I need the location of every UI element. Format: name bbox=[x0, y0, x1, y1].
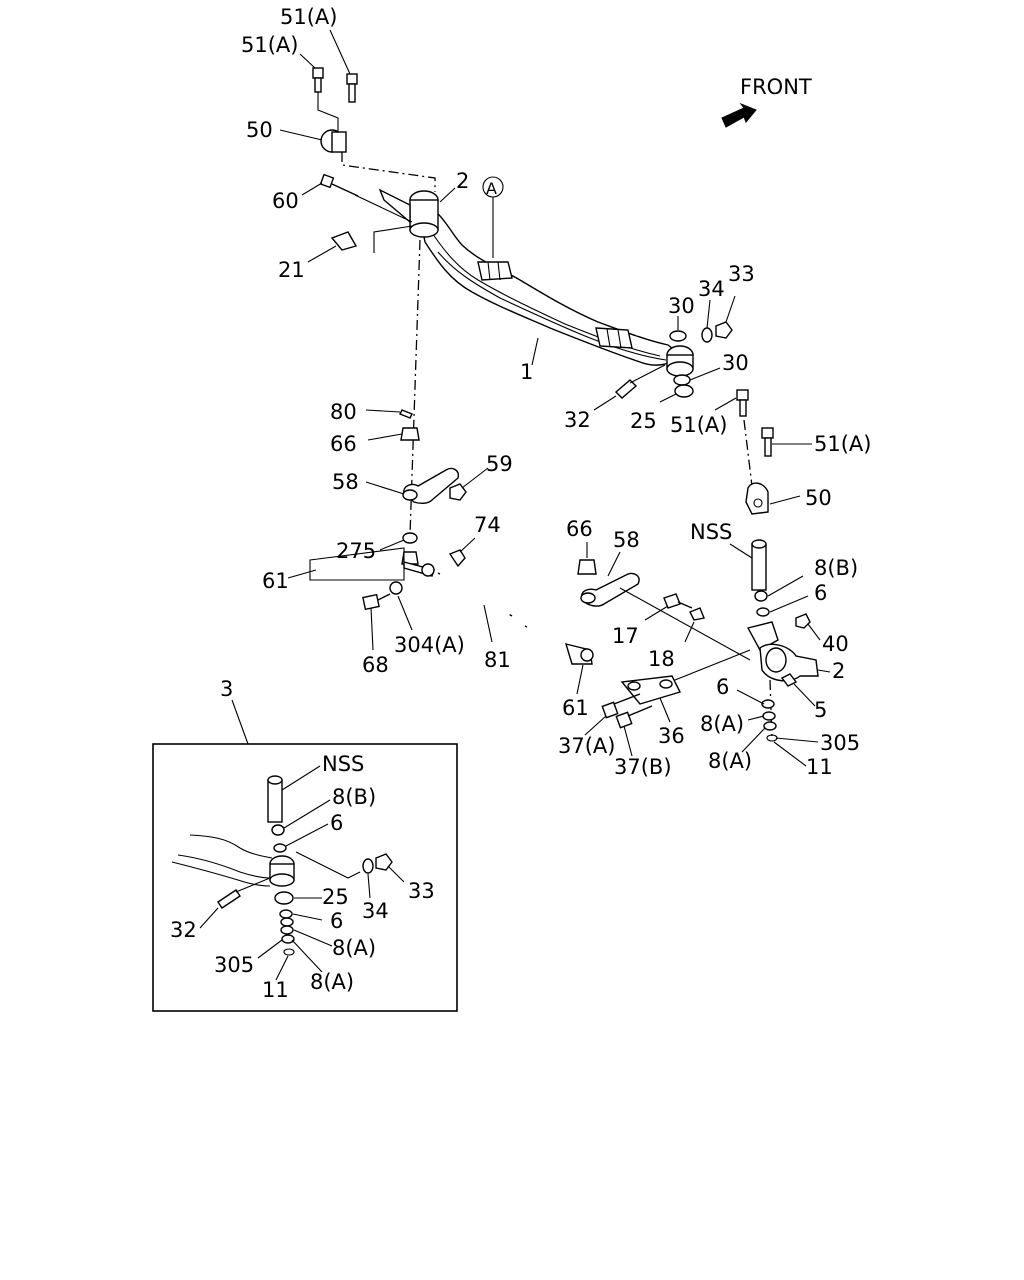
callout-25: 25 bbox=[630, 409, 657, 433]
front-arrow-icon bbox=[721, 102, 757, 128]
bolt-60 bbox=[319, 173, 413, 223]
front-indicator: FRONT bbox=[721, 75, 812, 128]
callout-81: 81 bbox=[484, 648, 511, 672]
callout-60: 60 bbox=[272, 189, 299, 213]
callout-51a: 51(A) bbox=[241, 33, 298, 57]
right-end-hardware bbox=[614, 321, 733, 399]
callout-66: 66 bbox=[330, 432, 357, 456]
inset-callout-11: 11 bbox=[262, 978, 289, 1002]
grease-nipple-21 bbox=[330, 225, 413, 253]
callout-51a: 51(A) bbox=[814, 432, 871, 456]
callout-51a: 51(A) bbox=[670, 413, 727, 437]
steering-arm-58-left bbox=[399, 409, 467, 505]
steering-knuckle-right bbox=[649, 539, 819, 742]
stopper-bracket-36 bbox=[601, 675, 681, 729]
callout-66: 66 bbox=[566, 517, 593, 541]
callout-51a: 51(A) bbox=[280, 5, 337, 29]
callout-58: 58 bbox=[613, 528, 640, 552]
callout-17: 17 bbox=[612, 624, 639, 648]
callout-33: 33 bbox=[728, 262, 755, 286]
inset-callout-6: 6 bbox=[330, 909, 343, 933]
tie-rod-end-left bbox=[362, 532, 466, 611]
callout-74: 74 bbox=[474, 513, 501, 537]
bracket-50-right bbox=[736, 389, 774, 515]
callout-labels: 51(A) 51(A) 50 60 2 21 1 30 34 33 30 32 … bbox=[220, 5, 871, 779]
callout-2: 2 bbox=[456, 169, 469, 193]
callout-50: 50 bbox=[805, 486, 832, 510]
inset-detail-3: NSS 8(B) 6 25 32 34 33 6 8(A) 305 11 8(A… bbox=[152, 743, 458, 1012]
callout-34: 34 bbox=[698, 277, 725, 301]
callout-2: 2 bbox=[832, 659, 845, 683]
inset-callout-8a: 8(A) bbox=[332, 936, 376, 960]
front-axle-beam bbox=[378, 188, 694, 377]
callout-305: 305 bbox=[820, 731, 860, 755]
callout-58: 58 bbox=[332, 470, 359, 494]
steering-arm-58-right bbox=[577, 559, 751, 661]
callout-nss: NSS bbox=[690, 520, 732, 544]
callout-21: 21 bbox=[278, 258, 305, 282]
inset-callout-8a: 8(A) bbox=[310, 970, 354, 994]
callout-30: 30 bbox=[668, 294, 695, 318]
callout-32: 32 bbox=[564, 408, 591, 432]
callout-11: 11 bbox=[806, 755, 833, 779]
callout-30: 30 bbox=[722, 351, 749, 375]
inset-callout-33: 33 bbox=[408, 879, 435, 903]
callout-8b: 8(B) bbox=[814, 556, 858, 580]
callout-37b: 37(B) bbox=[614, 755, 672, 779]
inset-callout-32: 32 bbox=[170, 918, 197, 942]
callout-1: 1 bbox=[520, 360, 533, 384]
callout-59: 59 bbox=[486, 452, 513, 476]
callout-3: 3 bbox=[220, 677, 233, 701]
inset-callout-305: 305 bbox=[214, 953, 254, 977]
callout-6: 6 bbox=[814, 581, 827, 605]
reference-a-label: A bbox=[486, 179, 497, 198]
callout-80: 80 bbox=[330, 400, 357, 424]
tie-rod-81 bbox=[437, 571, 594, 665]
inset-callout-6: 6 bbox=[330, 811, 343, 835]
callout-37a: 37(A) bbox=[558, 734, 615, 758]
callout-8a: 8(A) bbox=[708, 749, 752, 773]
reference-a-marker: A bbox=[482, 176, 504, 258]
front-label: FRONT bbox=[740, 75, 812, 99]
callout-18: 18 bbox=[648, 647, 675, 671]
inset-callout-25: 25 bbox=[322, 885, 349, 909]
callout-6: 6 bbox=[716, 675, 729, 699]
inset-callout-nss: NSS bbox=[322, 752, 364, 776]
callout-304a: 304(A) bbox=[394, 633, 465, 657]
callout-275: 275 bbox=[336, 539, 376, 563]
leader-lines bbox=[231, 29, 831, 767]
callout-68: 68 bbox=[362, 653, 389, 677]
callout-8a: 8(A) bbox=[700, 712, 744, 736]
callout-5: 5 bbox=[814, 698, 827, 722]
inset-callout-8b: 8(B) bbox=[332, 785, 376, 809]
bracket-50-top bbox=[312, 67, 436, 192]
callout-50: 50 bbox=[246, 118, 273, 142]
callout-61: 61 bbox=[562, 696, 589, 720]
callout-61: 61 bbox=[262, 569, 289, 593]
callout-40: 40 bbox=[822, 632, 849, 656]
callout-36: 36 bbox=[658, 724, 685, 748]
inset-callout-34: 34 bbox=[362, 899, 389, 923]
